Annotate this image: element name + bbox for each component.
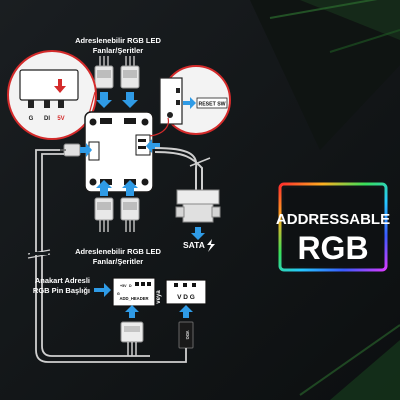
arrow-right-icon bbox=[80, 143, 92, 157]
badge-line2: RGB bbox=[297, 230, 368, 266]
sata-cable bbox=[154, 147, 198, 190]
zoom-circle-left: G DI 5V bbox=[7, 50, 97, 140]
cable-loop-outer bbox=[35, 149, 150, 363]
bg-shape-top bbox=[250, 0, 400, 150]
zoom-pin-g: G bbox=[29, 116, 34, 122]
header-plug-left bbox=[120, 321, 144, 356]
header-label-line1: Anakart Adresli bbox=[35, 276, 90, 285]
reset-sw-label: RESET SW bbox=[198, 102, 225, 108]
header-pin-d: D bbox=[129, 284, 132, 288]
bottom-led-connector-right bbox=[120, 197, 140, 232]
arrow-left-icon bbox=[146, 139, 160, 153]
or-label: veya bbox=[156, 290, 162, 304]
arrow-down-icon bbox=[96, 92, 112, 108]
bg-green-line-1 bbox=[269, 0, 378, 19]
header-plug-right: VDG bbox=[150, 321, 194, 363]
bottom-led-connector-left bbox=[94, 197, 114, 232]
lightning-icon bbox=[207, 239, 215, 252]
header-pin-g: G bbox=[117, 292, 120, 296]
arrow-up-icon bbox=[96, 180, 112, 196]
arrow-down-icon bbox=[122, 92, 138, 108]
badge-line1: ADDRESSABLE bbox=[276, 211, 390, 228]
header-name: ADD_HEADER bbox=[119, 296, 148, 301]
top-label-line1: Adreslenebilir RGB LED bbox=[75, 36, 161, 45]
cable-tag: VDG bbox=[185, 330, 190, 339]
bottom-label-line2: Fanlar/Şeritler bbox=[93, 257, 144, 266]
addressable-rgb-badge: ADDRESSABLE RGB bbox=[276, 182, 390, 272]
add-header: +5V D G ADD_HEADER bbox=[112, 277, 156, 307]
vdg-header-pins: V D G bbox=[177, 294, 195, 301]
top-label-line2: Fanlar/Şeritler bbox=[93, 46, 144, 55]
zoom-pin-5v: 5V bbox=[57, 116, 64, 122]
bg-green-streak-top bbox=[300, 0, 400, 40]
arrow-right-icon bbox=[94, 283, 111, 297]
top-led-connector-right bbox=[120, 56, 140, 89]
arrow-up-icon bbox=[125, 305, 139, 318]
bg-green-line-2 bbox=[329, 29, 400, 53]
zoom-leader-right bbox=[149, 117, 170, 137]
zoom-circle-right: RESET SW bbox=[159, 65, 231, 135]
zoom-pin-di: DI bbox=[44, 116, 50, 122]
bg-green-streak-bottom bbox=[330, 340, 400, 400]
vdg-header: V D G bbox=[165, 279, 207, 305]
sata-connector bbox=[175, 189, 221, 223]
header-pin-5v: +5V bbox=[120, 284, 127, 288]
controller-board bbox=[84, 111, 154, 193]
arrow-down-icon bbox=[191, 227, 205, 240]
arrow-right-icon bbox=[183, 97, 196, 109]
bottom-label-line1: Adreslenebilir RGB LED bbox=[75, 247, 161, 256]
sata-label: SATA bbox=[183, 240, 205, 250]
arrow-down-red-icon bbox=[54, 79, 66, 93]
bg-green-line-3 bbox=[299, 324, 400, 396]
arrow-up-icon bbox=[179, 305, 193, 318]
top-led-connector-left bbox=[94, 56, 114, 89]
arrow-up-icon bbox=[122, 180, 138, 196]
left-side-connector bbox=[63, 143, 81, 157]
header-label-line2: RGB Pin Başlığı bbox=[33, 286, 90, 295]
